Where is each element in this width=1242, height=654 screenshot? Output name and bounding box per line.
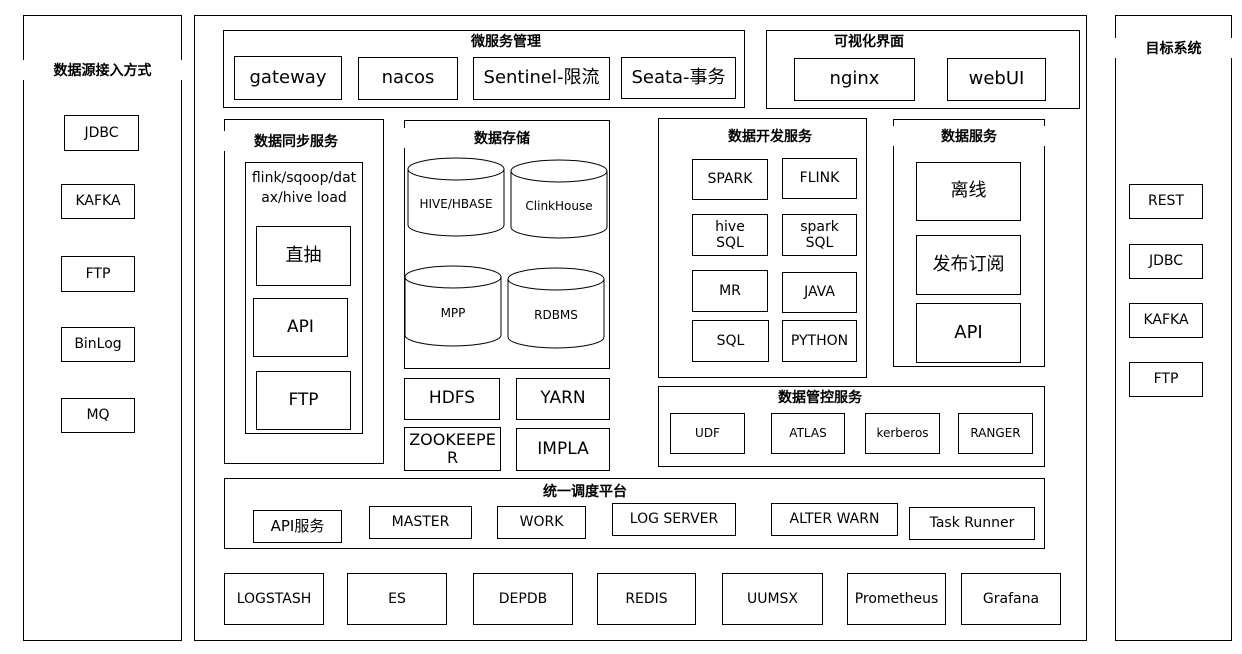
dev-sql: SQL [692, 320, 769, 362]
infra-zookeeper: ZOOKEEPER [404, 427, 501, 471]
ms-nacos: nacos [358, 57, 458, 100]
target-kafka: KAFKA [1129, 303, 1203, 338]
sched-master: MASTER [369, 506, 472, 539]
dev-hive-sql: hive SQL [692, 214, 768, 256]
visual-nginx: nginx [794, 58, 915, 101]
governance-title: 数据管控服务 [750, 387, 890, 407]
bottom-logstash: LOGSTASH [224, 573, 324, 625]
gov-kerberos: kerberos [865, 413, 940, 454]
microservice-title: 微服务管理 [452, 31, 560, 51]
source-ftp: FTP [61, 256, 135, 292]
bottom-prometheus: Prometheus [847, 573, 946, 625]
sync-title: 数据同步服务 [224, 131, 368, 151]
storage-title: 数据存储 [404, 128, 600, 148]
dev-title: 数据开发服务 [700, 126, 840, 146]
gov-udf: UDF [670, 413, 745, 454]
sched-alter-warn: ALTER WARN [771, 503, 898, 536]
target-jdbc: JDBC [1129, 244, 1203, 279]
visual-webui: webUI [947, 58, 1046, 101]
data-service-title: 数据服务 [893, 126, 1045, 146]
target-panel-title: 目标系统 [1115, 38, 1232, 58]
sync-ftp: FTP [256, 371, 351, 430]
dev-java: JAVA [782, 272, 857, 313]
ds-api: API [916, 303, 1021, 363]
infra-impala: IMPLA [516, 428, 610, 471]
bottom-uumsx: UUMSX [722, 573, 823, 625]
db-cylinder-hive [407, 157, 505, 237]
dev-python: PYTHON [782, 320, 857, 362]
gov-ranger: RANGER [958, 413, 1033, 454]
sched-log-server: LOG SERVER [612, 503, 736, 536]
sched-task-runner: Task Runner [909, 507, 1035, 540]
sched-work: WORK [497, 506, 586, 539]
gov-atlas: ATLAS [771, 413, 845, 454]
sched-api: API服务 [253, 510, 342, 543]
sync-api: API [253, 298, 348, 357]
sync-tools-label: flink/sqoop/datax/hive load [251, 170, 357, 206]
ds-offline: 离线 [916, 162, 1021, 221]
target-ftp: FTP [1129, 362, 1203, 397]
source-mq: MQ [61, 398, 135, 433]
bottom-grafana: Grafana [961, 573, 1061, 625]
scheduler-title: 统一调度平台 [530, 481, 640, 501]
source-jdbc: JDBC [64, 115, 139, 151]
bottom-depdb: DEPDB [473, 573, 573, 625]
bottom-redis: REDIS [597, 573, 696, 625]
dev-spark-sql: spark SQL [782, 214, 857, 256]
ms-sentinel: Sentinel-限流 [473, 57, 610, 100]
dev-flink: FLINK [782, 158, 857, 199]
ms-seata: Seata-事务 [621, 57, 736, 99]
dev-mr: MR [692, 270, 768, 312]
visual-title: 可视化界面 [815, 31, 923, 51]
dev-spark: SPARK [692, 159, 768, 200]
db-cylinder-mpp [404, 265, 502, 347]
source-kafka: KAFKA [61, 184, 135, 219]
source-binlog: BinLog [61, 327, 135, 362]
source-panel-title: 数据源接入方式 [23, 60, 182, 80]
target-rest: REST [1129, 184, 1203, 219]
ms-gateway: gateway [234, 56, 342, 100]
infra-hdfs: HDFS [404, 378, 500, 420]
bottom-es: ES [347, 573, 447, 625]
db-cylinder-clickhouse [510, 159, 608, 239]
infra-yarn: YARN [516, 378, 610, 420]
sync-direct: 直抽 [256, 226, 351, 286]
ds-pubsub: 发布订阅 [916, 235, 1021, 295]
db-cylinder-rdbms [507, 267, 605, 349]
